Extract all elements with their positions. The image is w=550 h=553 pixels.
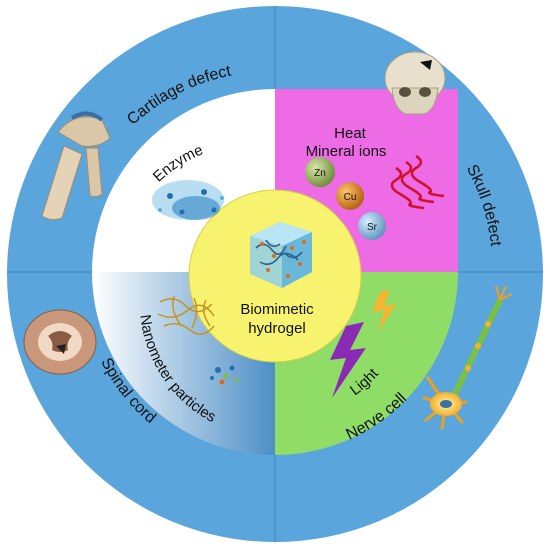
lightning-bolt-icon xyxy=(330,322,366,398)
heat-waves-icon xyxy=(390,154,445,210)
nerve-cell-icon xyxy=(422,285,513,430)
cu-ion-icon: Cu xyxy=(336,182,364,210)
center-title-line1: Biomimetic xyxy=(240,301,314,318)
heat-label: Heat xyxy=(334,125,367,142)
hydrogel-cube-icon xyxy=(250,222,312,288)
svg-text:Sr: Sr xyxy=(367,222,378,233)
mineral-ions-label: Mineral ions xyxy=(306,143,387,160)
small-lightning-icon xyxy=(372,290,396,332)
enzyme-particles-icon xyxy=(152,180,224,220)
knee-joint-icon xyxy=(41,111,111,221)
zn-ion-icon: Zn xyxy=(305,157,335,187)
center-title-line2: hydrogel xyxy=(248,320,306,337)
nanofiber-mesh-icon xyxy=(157,295,215,335)
nanoparticle-cluster-icon xyxy=(210,365,238,385)
skull-icon xyxy=(384,51,446,115)
svg-text:Cu: Cu xyxy=(344,192,357,203)
svg-text:Zn: Zn xyxy=(314,168,326,179)
spinal-cord-icon xyxy=(23,309,97,375)
sr-ion-icon: Sr xyxy=(358,212,386,240)
